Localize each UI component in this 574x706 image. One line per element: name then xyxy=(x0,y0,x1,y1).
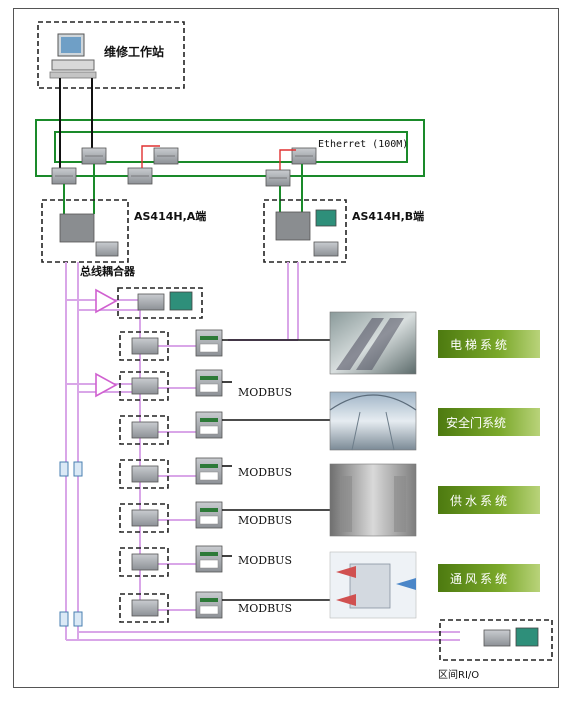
computer-icon xyxy=(50,34,96,78)
ventilation-photo xyxy=(330,552,416,618)
water-pump-photo xyxy=(330,464,416,536)
system-button-water-supply[interactable]: 供水系统 xyxy=(438,486,540,514)
modbus-label-2: MODBUS xyxy=(238,466,292,479)
workstation-label: 维修工作站 xyxy=(104,44,164,59)
plc-a-label: AS414H,A端 xyxy=(134,209,206,223)
switch-a1 xyxy=(52,168,76,184)
switch-b1 xyxy=(266,170,290,186)
io-station-4 xyxy=(120,460,168,488)
io-station-2 xyxy=(120,372,168,400)
system-label-water-supply: 供水系统 xyxy=(450,494,510,508)
system-button-ventilation[interactable]: 通风系统 xyxy=(438,564,540,592)
modbus-label-3: MODBUS xyxy=(238,514,292,527)
switch-mid2 xyxy=(154,148,178,164)
switch-a2 xyxy=(82,148,106,164)
system-button-elevator[interactable]: 电梯系统 xyxy=(438,330,540,358)
modbus-label-4: MODBUS xyxy=(238,554,292,567)
remote-io-panel-icon xyxy=(516,628,538,646)
io-station-5 xyxy=(120,504,168,532)
io-station-7 xyxy=(120,594,168,622)
system-label-ventilation: 通风系统 xyxy=(450,572,510,586)
plc-b-module xyxy=(314,242,338,256)
system-label-elevator: 电梯系统 xyxy=(450,338,510,352)
remote-io-module xyxy=(484,630,510,646)
plc-b-cpu xyxy=(276,212,310,240)
plc-b-label: AS414H,B端 xyxy=(352,209,424,223)
coupler-label: 总线耦合器 xyxy=(80,264,136,278)
switch-mid1 xyxy=(128,168,152,184)
io-station-3 xyxy=(120,416,168,444)
io-station-6 xyxy=(120,548,168,576)
modbus-label-5: MODBUS xyxy=(238,602,292,615)
system-label-platform-door: 安全门系统 xyxy=(446,415,506,430)
repeater-1 xyxy=(96,290,116,312)
ethernet-label: Etherret (100M) xyxy=(318,139,408,150)
escalator-photo xyxy=(330,312,416,374)
io-station-top xyxy=(118,288,202,318)
system-button-platform-door[interactable]: 安全门系统 xyxy=(438,408,540,436)
coupler-module xyxy=(96,242,118,256)
gateway-modules xyxy=(196,330,222,618)
remote-io-label: 区间RI/O xyxy=(438,668,479,681)
modbus-label-1: MODBUS xyxy=(238,386,292,399)
plc-a-cpu xyxy=(60,214,94,242)
plc-b-panel-icon xyxy=(316,210,336,226)
platform-door-photo xyxy=(330,392,416,450)
